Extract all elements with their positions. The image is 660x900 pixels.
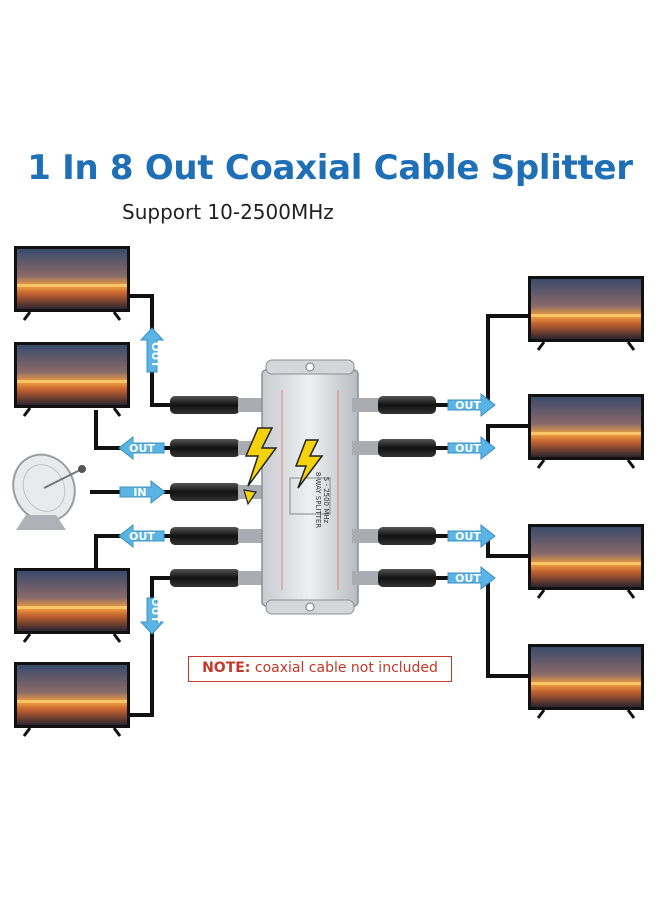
arrow-left-2	[118, 435, 165, 461]
arrow-right-2	[447, 435, 496, 461]
tv-left-1	[12, 244, 132, 322]
label-right-1: OUT	[455, 399, 481, 412]
label-right-2: OUT	[455, 442, 481, 455]
splitter-body	[261, 359, 359, 615]
label-left-2: OUT	[129, 442, 155, 455]
arrows	[118, 327, 496, 635]
tv-left-3	[12, 566, 132, 644]
arrow-left-4	[118, 523, 165, 549]
page-subtitle: Support 10-2500MHz	[122, 200, 334, 224]
label-right-4: OUT	[455, 572, 481, 585]
arrow-left-1	[139, 327, 165, 373]
tv-right-1	[526, 274, 646, 352]
arrow-left-5	[139, 597, 165, 635]
label-left-1: OUT	[149, 342, 162, 368]
arrow-right-3	[447, 523, 496, 549]
page-title: 1 In 8 Out Coaxial Cable Splitter	[27, 148, 633, 188]
label-left-4: OUT	[129, 530, 155, 543]
splitter-model: 8-WAY SPLITTER	[314, 472, 322, 528]
tv-right-2	[526, 392, 646, 470]
satellite-dish-icon	[12, 453, 86, 530]
tv-left-2	[12, 340, 132, 418]
arrow-in	[119, 479, 166, 505]
note-box: NOTE: coaxial cable not included	[188, 656, 452, 682]
arrow-right-4	[447, 565, 496, 591]
right-connectors	[352, 396, 436, 587]
note-label: NOTE:	[202, 660, 251, 676]
label-in: IN	[133, 486, 146, 499]
lightning-icon	[243, 427, 324, 506]
cable-left-5	[130, 576, 176, 717]
splitter-range: 5 - 2500 MHz	[322, 477, 330, 524]
arrow-right-1	[447, 392, 496, 418]
tv-right-3	[526, 522, 646, 600]
label-left-5: OUT	[149, 597, 162, 623]
tv-left-4	[12, 660, 132, 738]
note-text: coaxial cable not included	[254, 660, 438, 676]
tv-right-4	[526, 642, 646, 720]
cable-right-1	[432, 314, 530, 407]
label-right-3: OUT	[455, 530, 481, 543]
